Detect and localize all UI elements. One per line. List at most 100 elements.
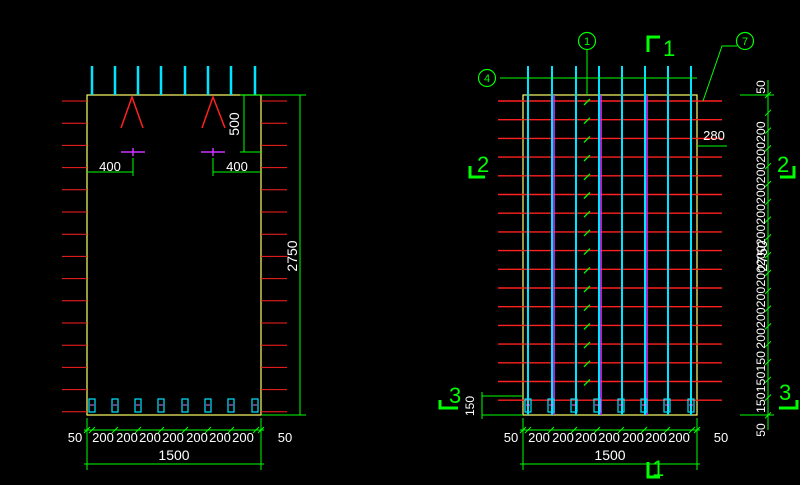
tie-mark [583,266,591,274]
bottom-anchor [157,398,165,413]
bottom-anchor [111,398,119,413]
bottom-anchor [181,398,189,413]
right-dim-150-series: 150150150 [754,351,768,413]
callout-1-circle [577,31,597,51]
bottom-anchor [547,398,555,413]
right-vdim-tick [764,323,772,330]
right-vdim-tick [764,127,772,134]
right-vdim-tick [764,269,772,277]
bottom-anchor [134,398,142,413]
section-3-left-mark [438,400,458,410]
bottom-dim-label: 200 [162,430,184,445]
bottom-dim-label: 200 [186,430,208,445]
tie-mark [583,285,591,293]
right-vdim-tick [764,412,772,419]
right-vdim-tick [764,180,772,188]
callout-1-text: 1 [584,36,590,48]
bottom-dim-label: 200 [668,430,690,445]
tie-mark [583,173,591,181]
bottom-dim-label: 200 [209,430,231,445]
right-vdim-tick [764,287,772,295]
dim-tick [663,426,671,434]
left-dim-400-right: 400 [226,159,248,174]
callout-4-text: 4 [484,73,490,85]
right-horizontal-rebars [498,100,722,401]
tie-mark [583,135,591,143]
tie-mark [583,210,591,218]
callout-4-circle [477,68,497,88]
section-2-left-mark [468,166,485,179]
bottom-dim-label: 50 [504,430,518,445]
tie-mark [583,229,591,237]
left-top-rebars [90,66,257,95]
bottom-anchor [204,398,212,413]
dim-tick [688,426,696,434]
bottom-dim-label: 200 [92,430,114,445]
left-dim-500: 500 [226,112,242,136]
left-panel-outline [86,94,262,416]
bottom-anchor [251,398,259,413]
dim-tick [570,426,578,434]
bottom-dim-label: 200 [622,430,644,445]
bottom-dim-label: 200 [116,430,138,445]
right-bottom-dim-ticks [519,91,772,434]
section-2-right-mark [780,166,796,179]
right-vdim-tick [764,145,772,152]
dim-tick [547,426,555,434]
right-dim-280: 280 [703,128,725,143]
tie-mark [583,379,591,386]
bottom-anchor [593,398,601,413]
right-vdim-tick [764,216,772,223]
left-bottom-anchors [88,398,259,413]
bottom-dim-label: 200 [232,430,254,445]
left-bottom-dim-ticks [83,426,265,434]
dim-tick [181,426,189,434]
embedded-part-left [121,148,145,156]
right-dim-width: 1500 [594,447,625,463]
section-2-right-label: 2 [777,152,789,177]
bottom-anchor [227,398,235,413]
left-dim-width: 1500 [158,447,189,463]
tie-mark [583,360,591,368]
tie-mark [583,322,591,330]
right-dim-150-left: 150 [463,396,477,416]
dim-tick [693,426,701,434]
tie-mark [583,341,591,349]
bottom-anchor [687,398,695,413]
bottom-anchor [617,398,625,413]
left-dim-height: 2750 [284,240,300,271]
bottom-dim-label: 50 [278,430,292,445]
dim-tick [157,426,165,434]
dim-tick [252,426,260,434]
right-vdim-tick [764,340,772,348]
section-1-top-mark [646,35,660,52]
dim-tick [204,426,212,434]
dim-tick [111,426,119,434]
bottom-anchor [570,398,578,413]
right-vdim-tick [764,358,772,366]
right-vdim-tick [764,234,772,241]
bottom-dim-label: 200 [598,430,620,445]
tie-mark [583,192,591,199]
right-dim-top-50: 50 [754,80,768,94]
right-tie-marks [583,98,591,386]
tie-mark [583,117,591,125]
right-bottom-anchors [524,398,695,413]
right-vdim-tick [764,91,772,99]
right-vdim-tick [764,305,772,312]
callout-7-text: 7 [742,36,748,48]
bottom-anchor [663,398,671,413]
dim-tick [519,426,527,434]
section-1-bottom-label: 1 [652,456,664,481]
dim-tick [524,426,532,434]
dim-tick [227,426,235,434]
right-vdim-tick [764,394,772,401]
bottom-dim-label: 200 [552,430,574,445]
lifting-hook-right [201,94,226,129]
section-3-right-mark [779,400,799,410]
bottom-dim-label: 50 [714,430,728,445]
section-3-left-label: 3 [449,383,461,408]
right-dim-height: 2750 [754,240,770,271]
